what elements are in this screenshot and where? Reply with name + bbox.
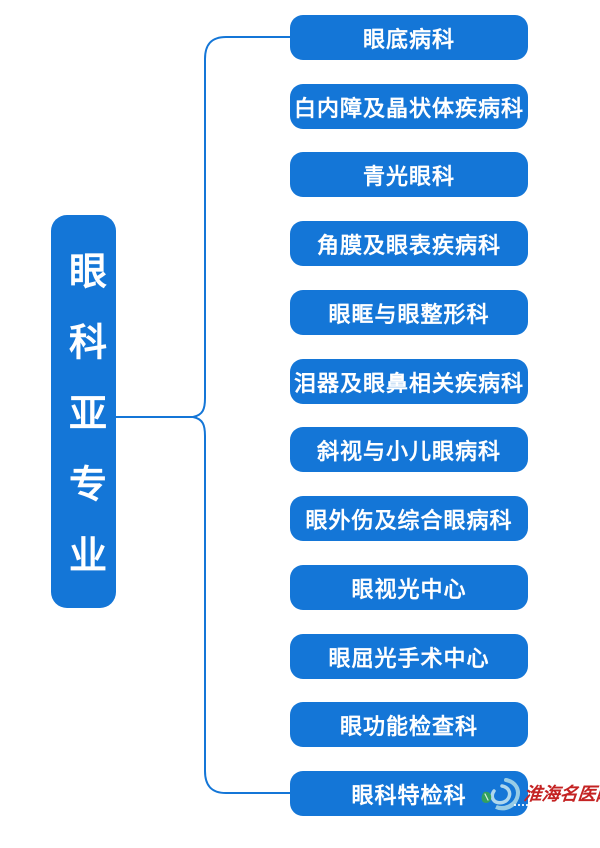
root-node: 眼科亚专业: [51, 215, 116, 608]
connector-upper-arm: [192, 36, 291, 418]
branch-node: 角膜及眼表疾病科: [290, 221, 528, 266]
branch-node: 眼屈光手术中心: [290, 634, 528, 679]
branch-node: 青光眼科: [290, 152, 528, 197]
branch-node-label: 青光眼科: [362, 163, 455, 189]
branch-node-label: 斜视与小儿眼病科: [316, 438, 501, 464]
root-node-label: 眼科亚专业: [62, 250, 105, 606]
branch-node-label: 角膜及眼表疾病科: [316, 232, 501, 258]
branch-node: 眼底病科: [290, 15, 528, 60]
branch-node: 眼外伤及综合眼病科: [290, 496, 528, 541]
branch-node: 眼视光中心: [290, 565, 528, 610]
branch-node-label: 眼屈光手术中心: [328, 645, 490, 671]
branch-node: 白内障及晶状体疾病科: [290, 84, 528, 129]
branch-node-label: 眼科特检科: [351, 782, 467, 808]
branch-node-label: 眼功能检查科: [339, 713, 478, 739]
branch-node-label: 泪器及眼鼻相关疾病科: [293, 370, 524, 396]
branch-node-label: 眼视光中心: [351, 576, 467, 602]
watermark-site-name: 淮海名医网: [522, 784, 600, 804]
branch-node-label: 眼眶与眼整形科: [328, 301, 490, 327]
branch-node: 眼眶与眼整形科: [290, 290, 528, 335]
branch-node: 斜视与小儿眼病科: [290, 427, 528, 472]
connector-lower-arm: [192, 416, 291, 794]
branch-node-label: 眼外伤及综合眼病科: [305, 507, 513, 533]
branch-node: 眼科特检科: [290, 771, 528, 816]
branch-node: 眼功能检查科: [290, 702, 528, 747]
branch-node-label: 眼底病科: [362, 26, 455, 52]
branch-node-label: 白内障及晶状体疾病科: [293, 95, 524, 121]
branch-node: 泪器及眼鼻相关疾病科: [290, 359, 528, 404]
